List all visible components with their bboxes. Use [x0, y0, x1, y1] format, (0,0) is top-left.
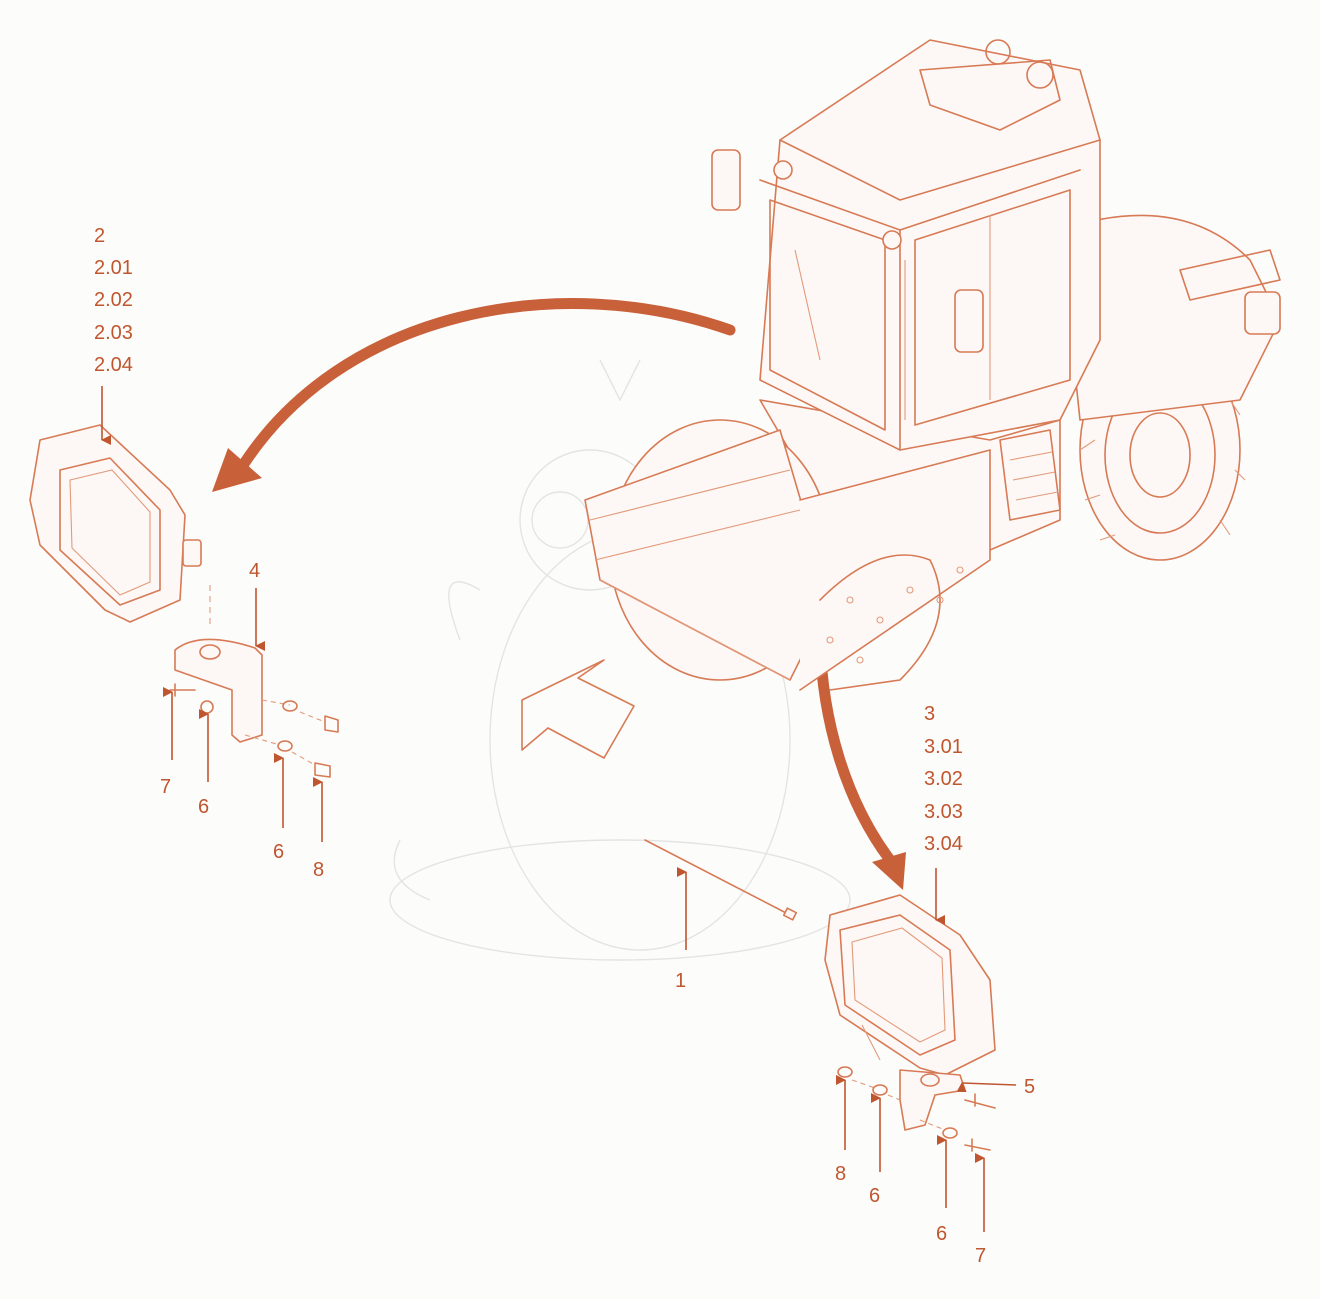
- callout-left-line-4: 2.03: [94, 322, 133, 344]
- direction-hollow-arrow: [521, 659, 635, 759]
- bracket-left: [169, 638, 339, 778]
- callout-right-7: 7: [975, 1245, 986, 1267]
- callout-left-8: 8: [313, 859, 324, 881]
- callout-left-line-5: 2.04: [94, 354, 133, 376]
- callout-right-6b: 6: [936, 1223, 947, 1245]
- callout-right-line-1: 3: [924, 703, 935, 725]
- callout-right-line-3: 3.02: [924, 768, 963, 790]
- callout-item-5: 5: [1024, 1076, 1035, 1098]
- work-lamp-right: [824, 894, 996, 1076]
- callout-right-line-4: 3.03: [924, 801, 963, 823]
- callout-pointers: [101, 386, 1017, 1232]
- callout-left-line-3: 2.02: [94, 289, 133, 311]
- roller-compactor: [584, 39, 1281, 691]
- callout-left-7: 7: [160, 776, 171, 798]
- bracket-right: [837, 1066, 996, 1152]
- callout-item-4: 4: [249, 560, 260, 582]
- callout-left-line-1: 2: [94, 225, 105, 247]
- work-lamp-left: [29, 424, 211, 625]
- callout-right-6a: 6: [869, 1185, 880, 1207]
- callout-group-left: 2 2.01 2.02 2.03 2.04: [94, 225, 133, 376]
- callout-group-right: 3 3.01 3.02 3.03 3.04: [924, 703, 963, 855]
- callout-right-line-5: 3.04: [924, 833, 963, 855]
- callout-right-line-2: 3.01: [924, 736, 963, 758]
- callout-left-6b: 6: [273, 841, 284, 863]
- cable-tie: [644, 839, 798, 921]
- callout-left-line-2: 2.01: [94, 257, 133, 279]
- callout-left-6a: 6: [198, 796, 209, 818]
- callout-right-8: 8: [835, 1163, 846, 1185]
- big-curved-arrow-left: [212, 298, 736, 492]
- callout-item-1: 1: [675, 970, 686, 992]
